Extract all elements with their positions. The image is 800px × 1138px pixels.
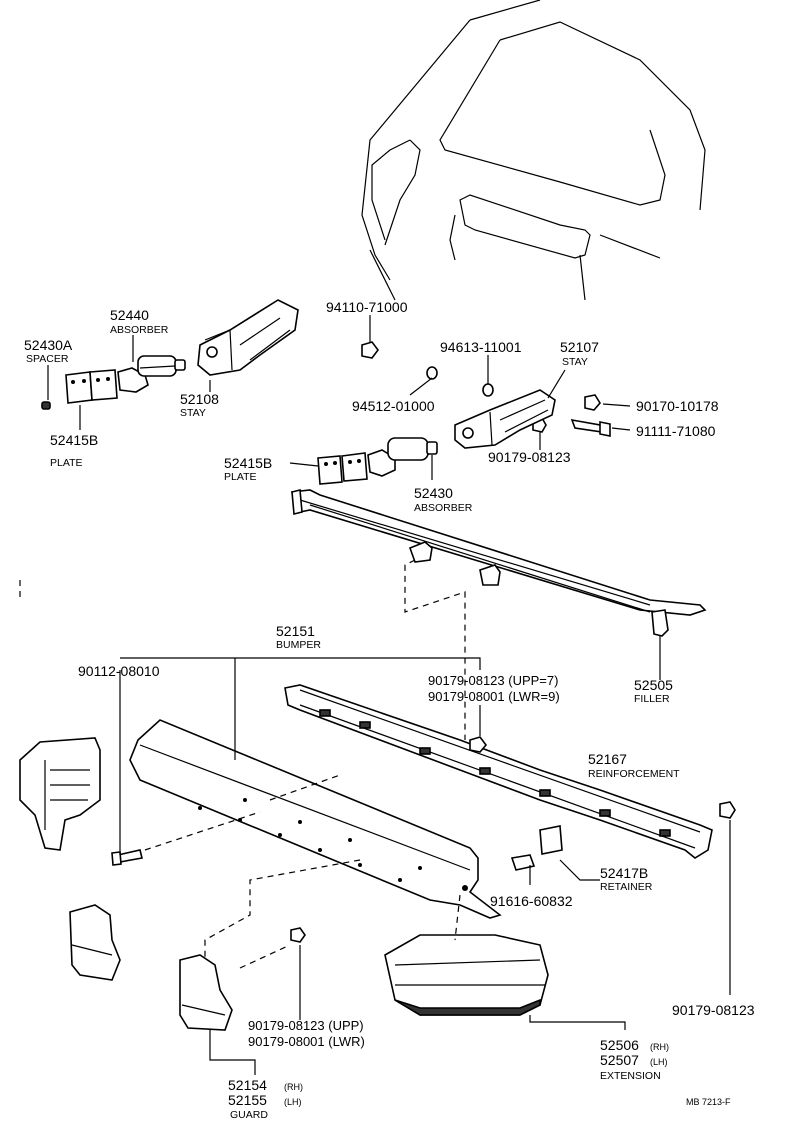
bolt-90112 [111, 849, 143, 866]
label-stay-2: STAY [562, 356, 588, 368]
end-cap-left-upper [19, 737, 101, 851]
dashed-lines [19, 559, 466, 969]
bolt-91616 [510, 854, 536, 871]
label-plate-1: PLATE [50, 457, 82, 469]
nut-90179-right [719, 801, 736, 819]
bolt-91111 [570, 418, 611, 437]
label-guard: GUARD [230, 1109, 268, 1121]
nut-90170 [584, 394, 601, 411]
label-94613: 94613-11001 [440, 339, 522, 355]
filler-52505 [651, 609, 669, 637]
labels: 52430A SPACER 52440 ABSORBER 52108 STAY … [24, 299, 755, 1121]
end-cap-left-lower [69, 904, 121, 981]
label-52506: 52506 [600, 1037, 639, 1053]
label-filler: FILLER [634, 693, 670, 705]
spacer-52430a [41, 401, 51, 410]
label-90179-a: 90179-08123 [488, 449, 571, 465]
label-52417b: 52417B [600, 865, 648, 881]
car-body-outline [361, 0, 706, 301]
label-52507: 52507 [600, 1052, 639, 1068]
label-52415b-1: 52415B [50, 432, 98, 448]
label-lh-1: (LH) [284, 1097, 302, 1107]
label-94512: 94512-01000 [352, 398, 435, 414]
stay-52108 [197, 299, 299, 376]
absorber-52440 [117, 355, 186, 393]
plate-52415b-right [317, 452, 368, 485]
stay-52107 [454, 389, 556, 449]
label-stay-1: STAY [180, 407, 206, 419]
label-52430a: 52430A [24, 337, 73, 353]
nut-90179-guard [290, 927, 306, 943]
extension-52506 [384, 934, 549, 1016]
guard-52154 [179, 954, 233, 1031]
retainer-52417b [539, 825, 563, 855]
label-retainer: RETAINER [600, 881, 653, 893]
bumper-52151 [129, 719, 502, 919]
label-plate-2: PLATE [224, 471, 256, 483]
label-52505: 52505 [634, 677, 673, 693]
label-90179-c: 90179-08001 (LWR=9) [428, 689, 560, 704]
label-absorber-2: ABSORBER [414, 502, 473, 514]
label-spacer: SPACER [26, 353, 69, 365]
label-52415b-2: 52415B [224, 455, 272, 471]
label-lh-2: (LH) [650, 1057, 668, 1067]
label-rh-2: (RH) [650, 1042, 669, 1052]
washer-94613 [482, 383, 494, 397]
label-91616: 91616-60832 [490, 893, 573, 909]
washer-94512 [426, 366, 438, 380]
label-90179-e: 90179-08001 (LWR) [248, 1034, 365, 1049]
nut-90179-upp7 [469, 736, 488, 753]
label-absorber-1: ABSORBER [110, 324, 169, 336]
label-52440: 52440 [110, 307, 149, 323]
label-52167: 52167 [588, 751, 627, 767]
label-90179-f: 90179-08123 [672, 1002, 755, 1018]
reinforcement-52167 [284, 684, 713, 859]
label-52107: 52107 [560, 339, 599, 355]
label-rh-1: (RH) [284, 1082, 303, 1092]
label-52154: 52154 [228, 1077, 267, 1093]
label-90179-d: 90179-08123 (UPP) [248, 1018, 364, 1033]
absorber-52430 [367, 437, 438, 477]
plate-52415b-left [65, 369, 118, 404]
leader-lines [47, 315, 731, 1075]
label-91111: 91111-71080 [636, 423, 716, 439]
label-90179-b: 90179-08123 (UPP=7) [428, 673, 558, 688]
label-52108: 52108 [180, 391, 219, 407]
label-52151: 52151 [276, 623, 315, 639]
label-90112: 90112-08010 [78, 663, 160, 679]
bumper-rail [290, 488, 707, 616]
nut-94110 [361, 341, 379, 359]
label-52155: 52155 [228, 1092, 267, 1108]
label-reinforcement: REINFORCEMENT [588, 768, 680, 780]
label-extension: EXTENSION [600, 1070, 661, 1082]
label-90170: 90170-10178 [636, 398, 719, 414]
label-bumper: BUMPER [276, 639, 321, 651]
label-94110: 94110-71000 [326, 299, 408, 315]
label-reference: MB 7213-F [686, 1097, 731, 1107]
label-52430: 52430 [414, 485, 453, 501]
